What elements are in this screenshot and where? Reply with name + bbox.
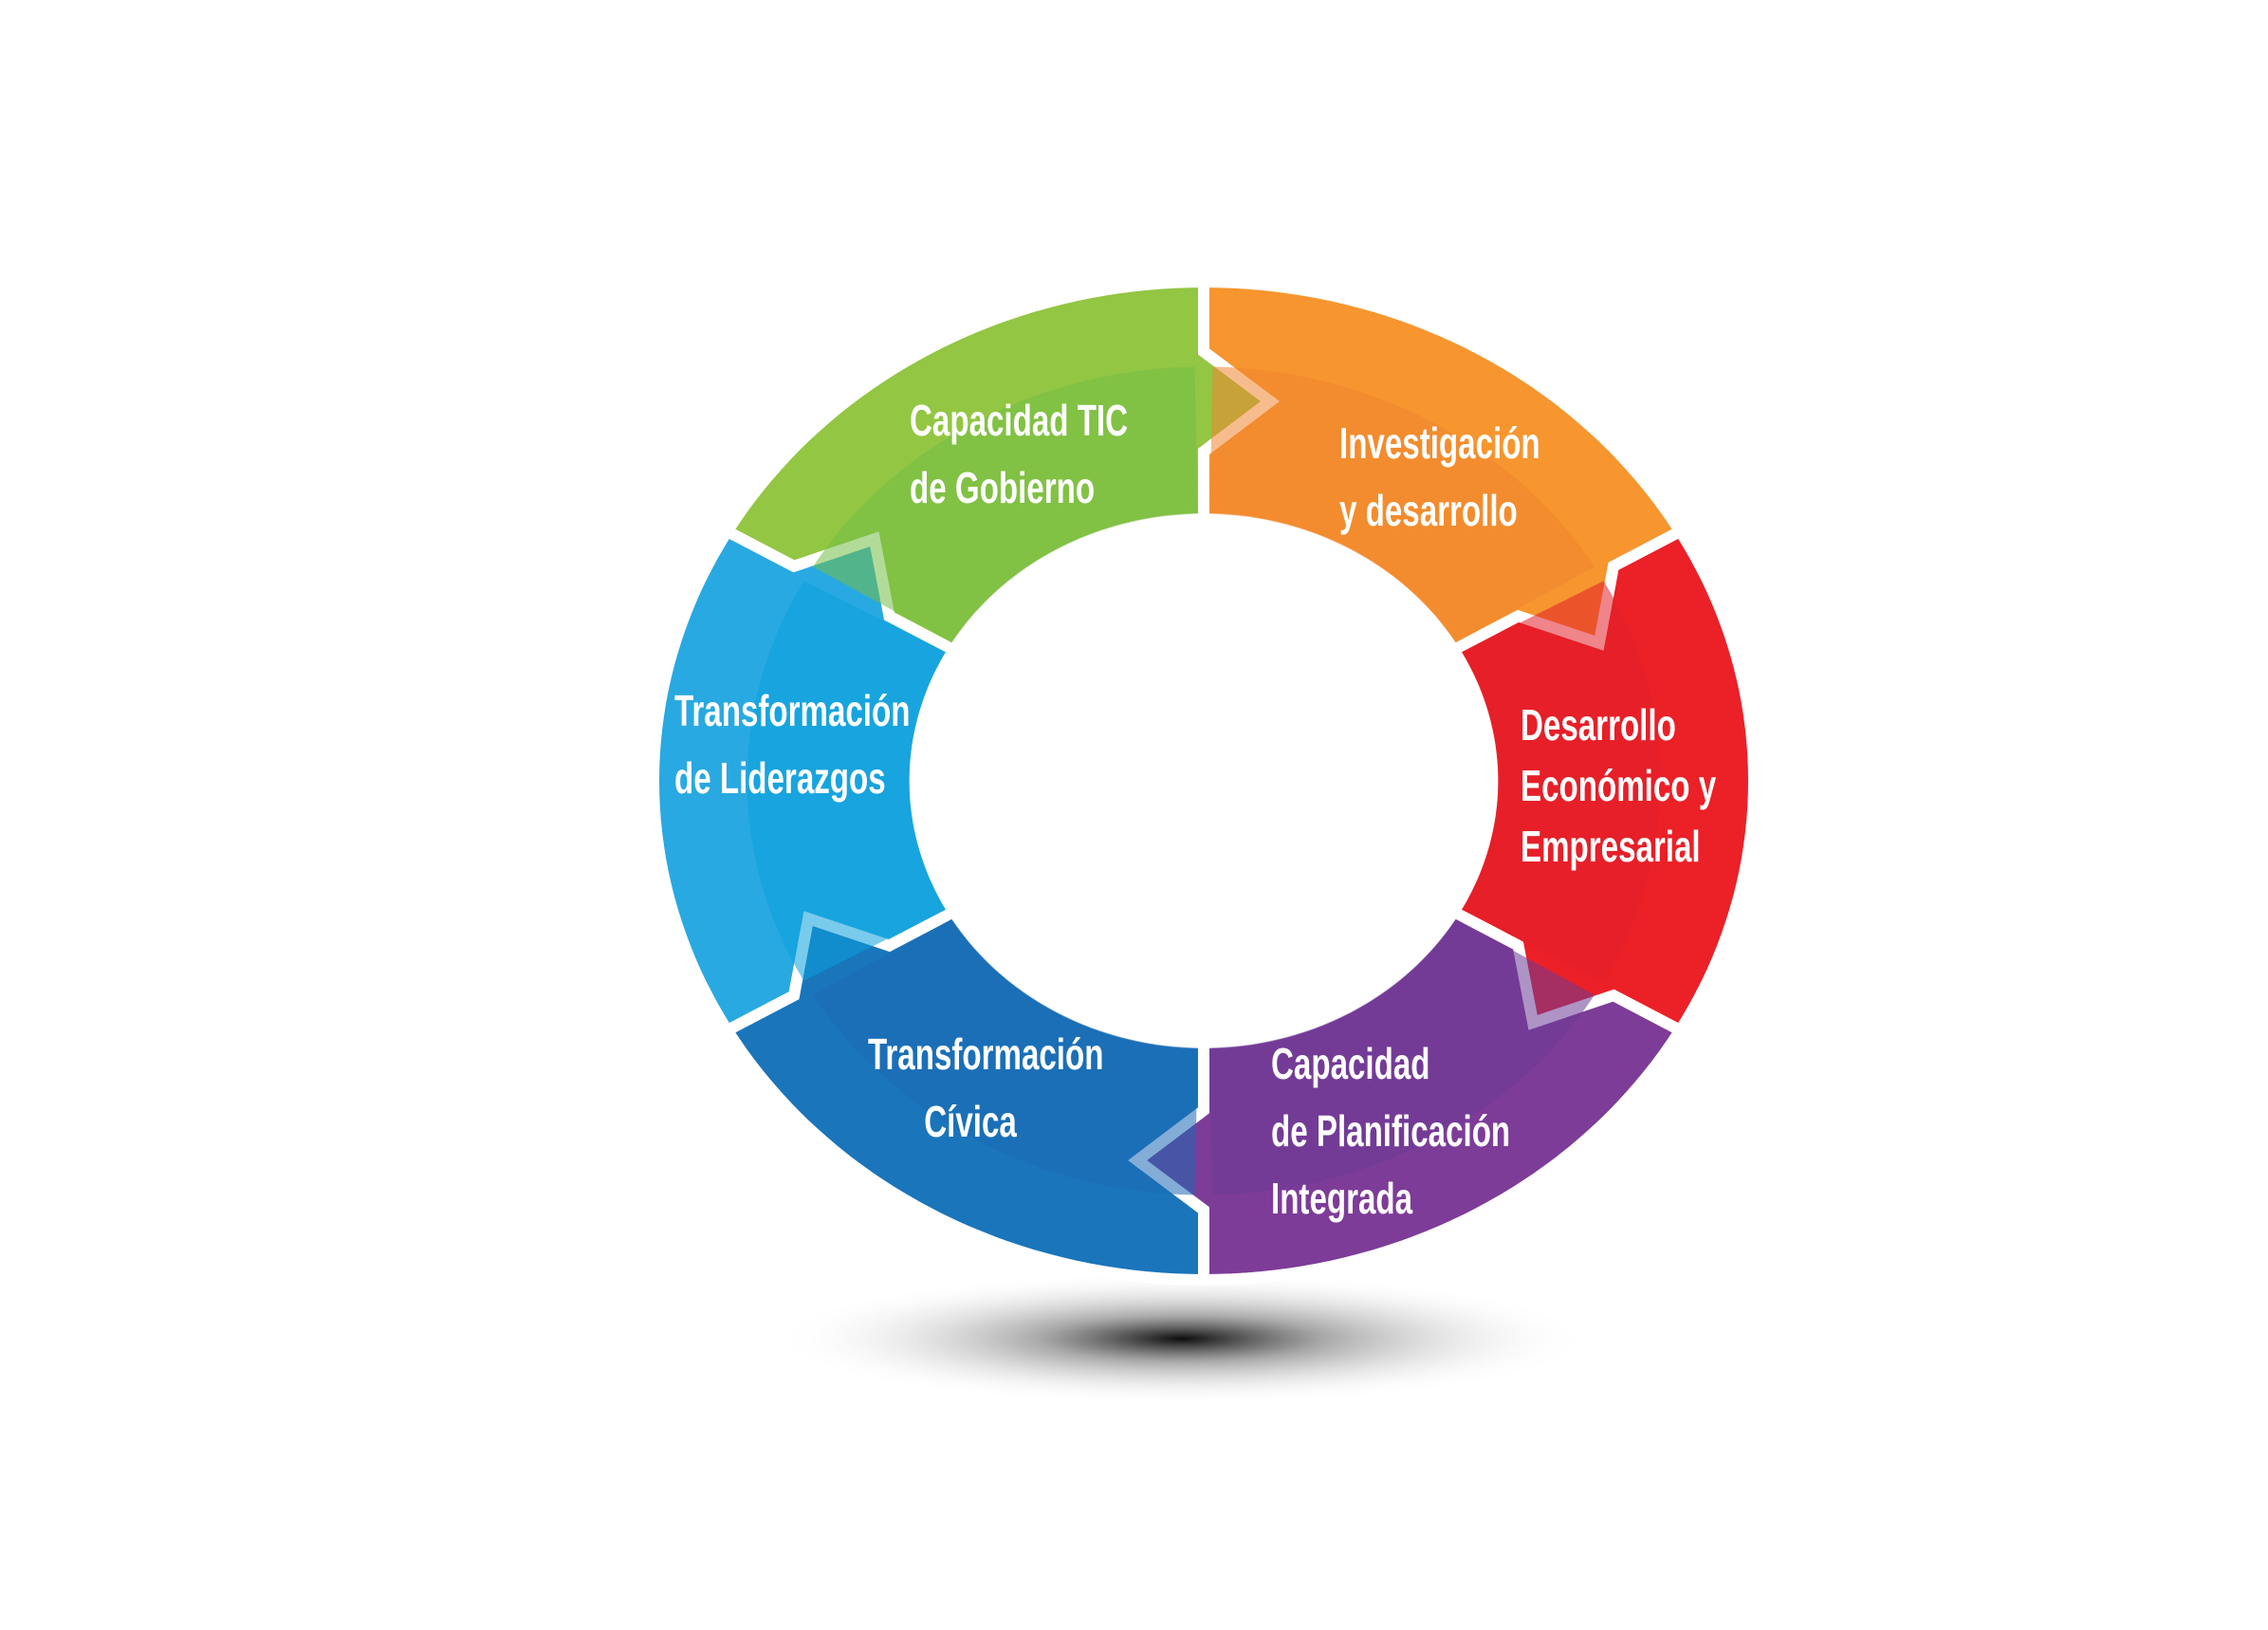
segment-shade-investigacion	[1461, 581, 1661, 981]
label-line: Capacidad TIC	[910, 396, 1129, 445]
label-line: Desarrollo	[1521, 700, 1676, 750]
label-civica: Transformación Cívica	[868, 1021, 1104, 1156]
segment-shade-desarrollo	[1209, 918, 1595, 1195]
label-investigacion: Investigación y desarrollo	[1339, 410, 1540, 545]
label-tic: Capacidad TIC de Gobierno	[910, 387, 1128, 522]
label-line: Económico y	[1521, 761, 1717, 810]
label-liderazgos: Transformación de Liderazgos	[674, 677, 910, 812]
label-line: de Liderazgos	[674, 753, 886, 803]
label-line: y desarrollo	[1339, 486, 1518, 535]
label-desarrollo: Desarrollo Económico y Empresarial	[1521, 695, 1716, 877]
label-planificacion: Capacidad de Planificación Integrada	[1271, 1030, 1510, 1232]
segment-shade-liderazgos	[813, 366, 1198, 643]
label-line: Transformación	[674, 686, 911, 735]
segment-shade-planificacion	[813, 918, 1198, 1195]
drop-shadow	[774, 1272, 1590, 1405]
segment-shade-tic	[1209, 366, 1595, 643]
label-line: Transformación	[868, 1029, 1104, 1079]
label-line: Integrada	[1271, 1174, 1413, 1223]
label-line: Empresarial	[1521, 822, 1701, 871]
label-line: de Planificación	[1271, 1106, 1511, 1156]
label-line: de Gobierno	[910, 463, 1096, 512]
label-line: Capacidad	[1271, 1039, 1430, 1088]
label-line: Cívica	[924, 1097, 1017, 1146]
segment-shade-civica	[747, 581, 947, 981]
label-line: Investigación	[1339, 418, 1540, 468]
